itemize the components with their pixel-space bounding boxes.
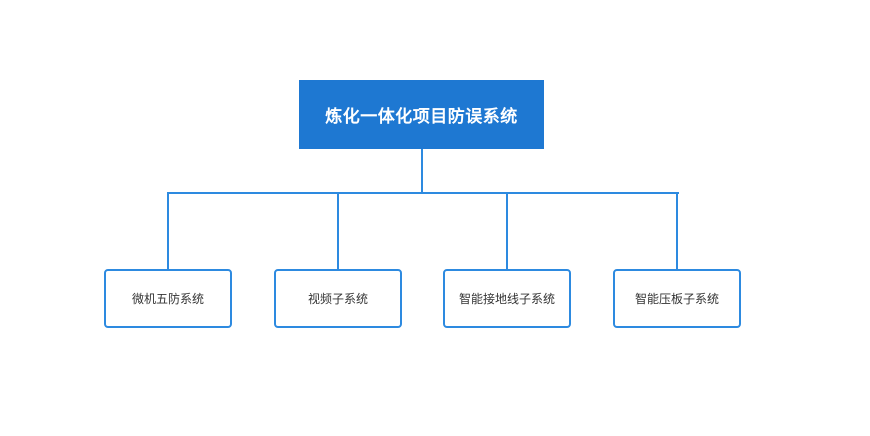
branch-line-4: [676, 192, 678, 270]
branch-line-1: [167, 192, 169, 270]
child-node-label: 智能接地线子系统: [458, 292, 555, 306]
child-node-label: 智能压板子系统: [634, 292, 719, 306]
root-stem-line: [421, 149, 423, 194]
root-node: 炼化一体化项目防误系统: [299, 80, 544, 149]
branch-line-3: [506, 192, 508, 270]
child-node-label: 微机五防系统: [131, 292, 204, 306]
horizontal-bus-line: [167, 192, 679, 194]
child-node-2: 视频子系统: [274, 269, 402, 328]
child-node-3: 智能接地线子系统: [443, 269, 571, 328]
child-node-4: 智能压板子系统: [613, 269, 741, 328]
child-node-label: 视频子系统: [307, 292, 368, 306]
branch-line-2: [337, 192, 339, 270]
root-node-label: 炼化一体化项目防误系统: [325, 107, 518, 127]
child-node-1: 微机五防系统: [104, 269, 232, 328]
